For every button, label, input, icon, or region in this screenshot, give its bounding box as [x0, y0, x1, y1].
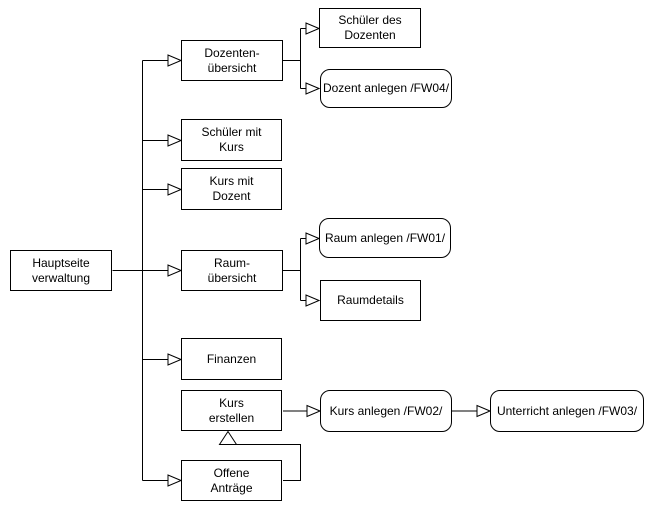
arrowhead-icon — [167, 264, 183, 277]
node-finanzen: Finanzen — [181, 338, 282, 380]
arrowhead-icon — [167, 353, 183, 366]
node-kurs-mit-dozent: Kurs mit Dozent — [181, 168, 282, 210]
arrowhead-icon — [167, 474, 183, 487]
arrowhead-icon — [306, 404, 322, 418]
node-offene-antraege: Offene Anträge — [181, 460, 282, 501]
node-hauptseite-verwaltung: Hauptseite verwaltung — [10, 250, 112, 291]
node-kurs-anlegen-fw02: Kurs anlegen /FW02/ — [320, 390, 452, 432]
arrowhead-icon — [167, 134, 183, 147]
node-dozenten-uebersicht: Dozenten- übersicht — [181, 40, 283, 81]
edge-offene-loop — [236, 444, 301, 481]
edge-dozenten-sub — [283, 28, 306, 89]
node-raumdetails: Raumdetails — [320, 280, 421, 321]
node-raum-uebersicht: Raum- übersicht — [181, 250, 283, 291]
arrowhead-icon — [476, 404, 492, 418]
node-raum-anlegen-fw01: Raum anlegen /FW01/ — [319, 218, 451, 258]
arrowhead-icon — [305, 294, 321, 307]
arrowhead-icon — [305, 82, 321, 95]
node-schueler-des-dozenten: Schüler des Dozenten — [319, 8, 421, 48]
node-schueler-mit-kurs: Schüler mit Kurs — [181, 119, 282, 161]
node-unterricht-anlegen-fw03: Unterricht anlegen /FW03/ — [490, 390, 644, 432]
arrowhead-icon — [305, 232, 321, 245]
arrowhead-up-icon — [218, 430, 238, 445]
node-kurs-erstellen: Kurs erstellen — [181, 390, 282, 431]
edge-raum-sub — [283, 238, 306, 301]
node-dozent-anlegen-fw04: Dozent anlegen /FW04/ — [320, 69, 452, 108]
arrowhead-icon — [305, 22, 321, 35]
arrowhead-icon — [167, 54, 183, 67]
arrowhead-icon — [167, 183, 183, 196]
